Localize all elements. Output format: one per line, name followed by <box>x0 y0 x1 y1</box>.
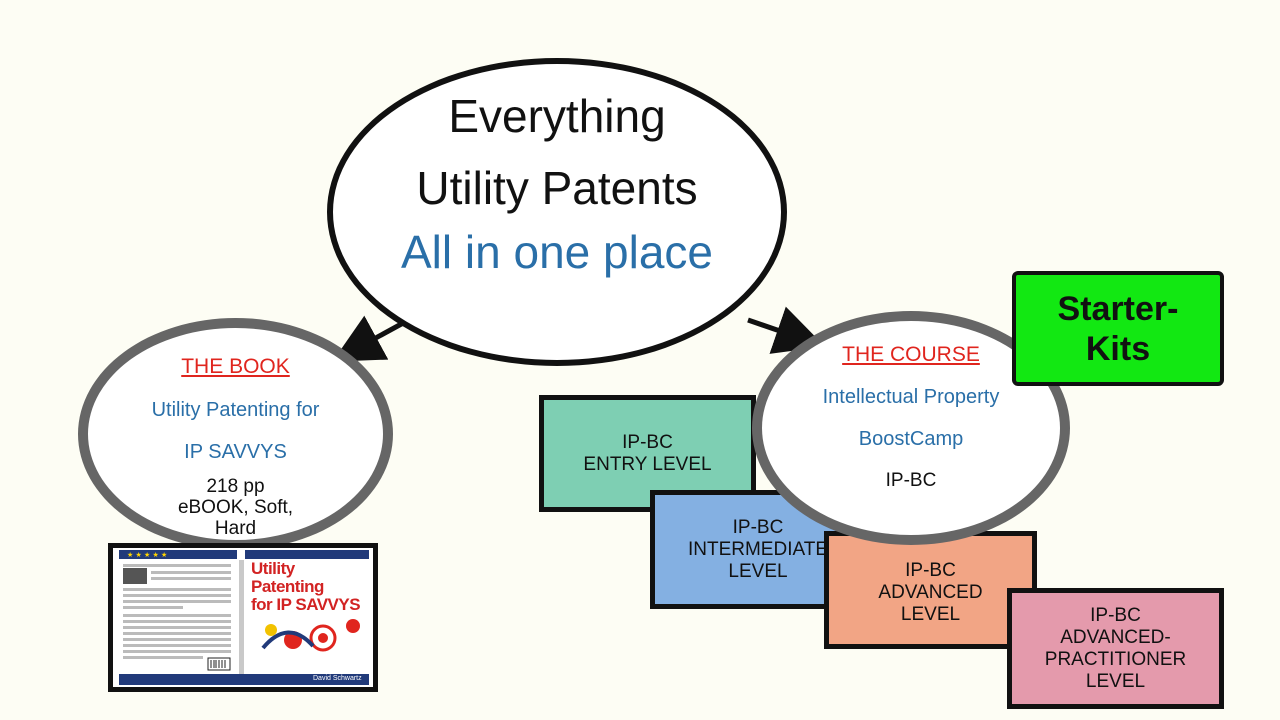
course-text: THE COURSE Intellectual Property BoostCa… <box>752 342 1070 493</box>
book-title-line2: IP SAVVYS <box>184 441 287 463</box>
level-intermediate-line3: LEVEL <box>728 560 788 582</box>
main-title: Everything Utility Patents <box>327 80 787 224</box>
level-practitioner-line3: PRACTITIONER <box>1044 648 1187 670</box>
book-cover-title-line2: for IP SAVVYS <box>251 595 361 614</box>
main-subtitle: All in one place <box>401 226 713 278</box>
starter-kits-line2: Kits <box>1085 329 1151 368</box>
book-cover-author: David Schwartz <box>313 675 362 682</box>
course-heading[interactable]: THE COURSE <box>842 343 980 366</box>
main-title-line1: Everything <box>448 90 666 142</box>
level-intermediate-line2: INTERMEDIATE <box>687 538 829 560</box>
book-cover-art: ★ ★ ★ ★ ★ <box>117 550 369 685</box>
course-abbr: IP-BC <box>885 470 937 491</box>
level-practitioner-line2: ADVANCED- <box>1060 626 1171 648</box>
book-text: THE BOOK Utility Patenting for IP SAVVYS… <box>78 354 393 539</box>
arrow-to-book <box>332 315 407 362</box>
level-box-advanced[interactable]: IP-BC ADVANCED LEVEL <box>824 531 1037 649</box>
main-title-line2: Utility Patents <box>416 162 698 214</box>
main-circle <box>327 58 787 366</box>
level-entry-line1: IP-BC <box>622 431 673 453</box>
level-entry-line2: ENTRY LEVEL <box>583 453 712 475</box>
level-advanced-line1: IP-BC <box>905 560 956 581</box>
level-practitioner-line4: LEVEL <box>1085 670 1146 692</box>
course-name-line1: Intellectual Property <box>822 386 1000 408</box>
book-cover-title: Utility Patenting for IP SAVVYS <box>251 560 369 614</box>
starter-kits-line1: Starter- <box>1057 289 1179 328</box>
course-name-line2: BoostCamp <box>858 428 964 450</box>
book-formats-line2: Hard <box>214 518 257 539</box>
book-pages: 218 pp <box>206 476 265 497</box>
level-box-practitioner[interactable]: IP-BC ADVANCED- PRACTITIONER LEVEL <box>1007 588 1224 709</box>
svg-text:★ ★ ★ ★ ★: ★ ★ ★ ★ ★ <box>127 551 167 559</box>
starter-kits-box[interactable]: Starter- Kits <box>1012 271 1224 386</box>
book-formats-line1: eBOOK, Soft, <box>177 497 294 518</box>
level-intermediate-line1: IP-BC <box>732 516 784 538</box>
arrow-to-course <box>747 306 825 354</box>
level-practitioner-line1: IP-BC <box>1090 604 1141 626</box>
level-advanced-line2: ADVANCED <box>878 582 983 603</box>
book-title-line1: Utility Patenting for <box>151 399 320 421</box>
level-advanced-line3: LEVEL <box>900 604 961 625</box>
book-cover-title-line1: Utility Patenting <box>251 559 324 596</box>
book-cover-image[interactable]: ★ ★ ★ ★ ★ <box>108 543 378 692</box>
book-heading[interactable]: THE BOOK <box>181 355 290 378</box>
